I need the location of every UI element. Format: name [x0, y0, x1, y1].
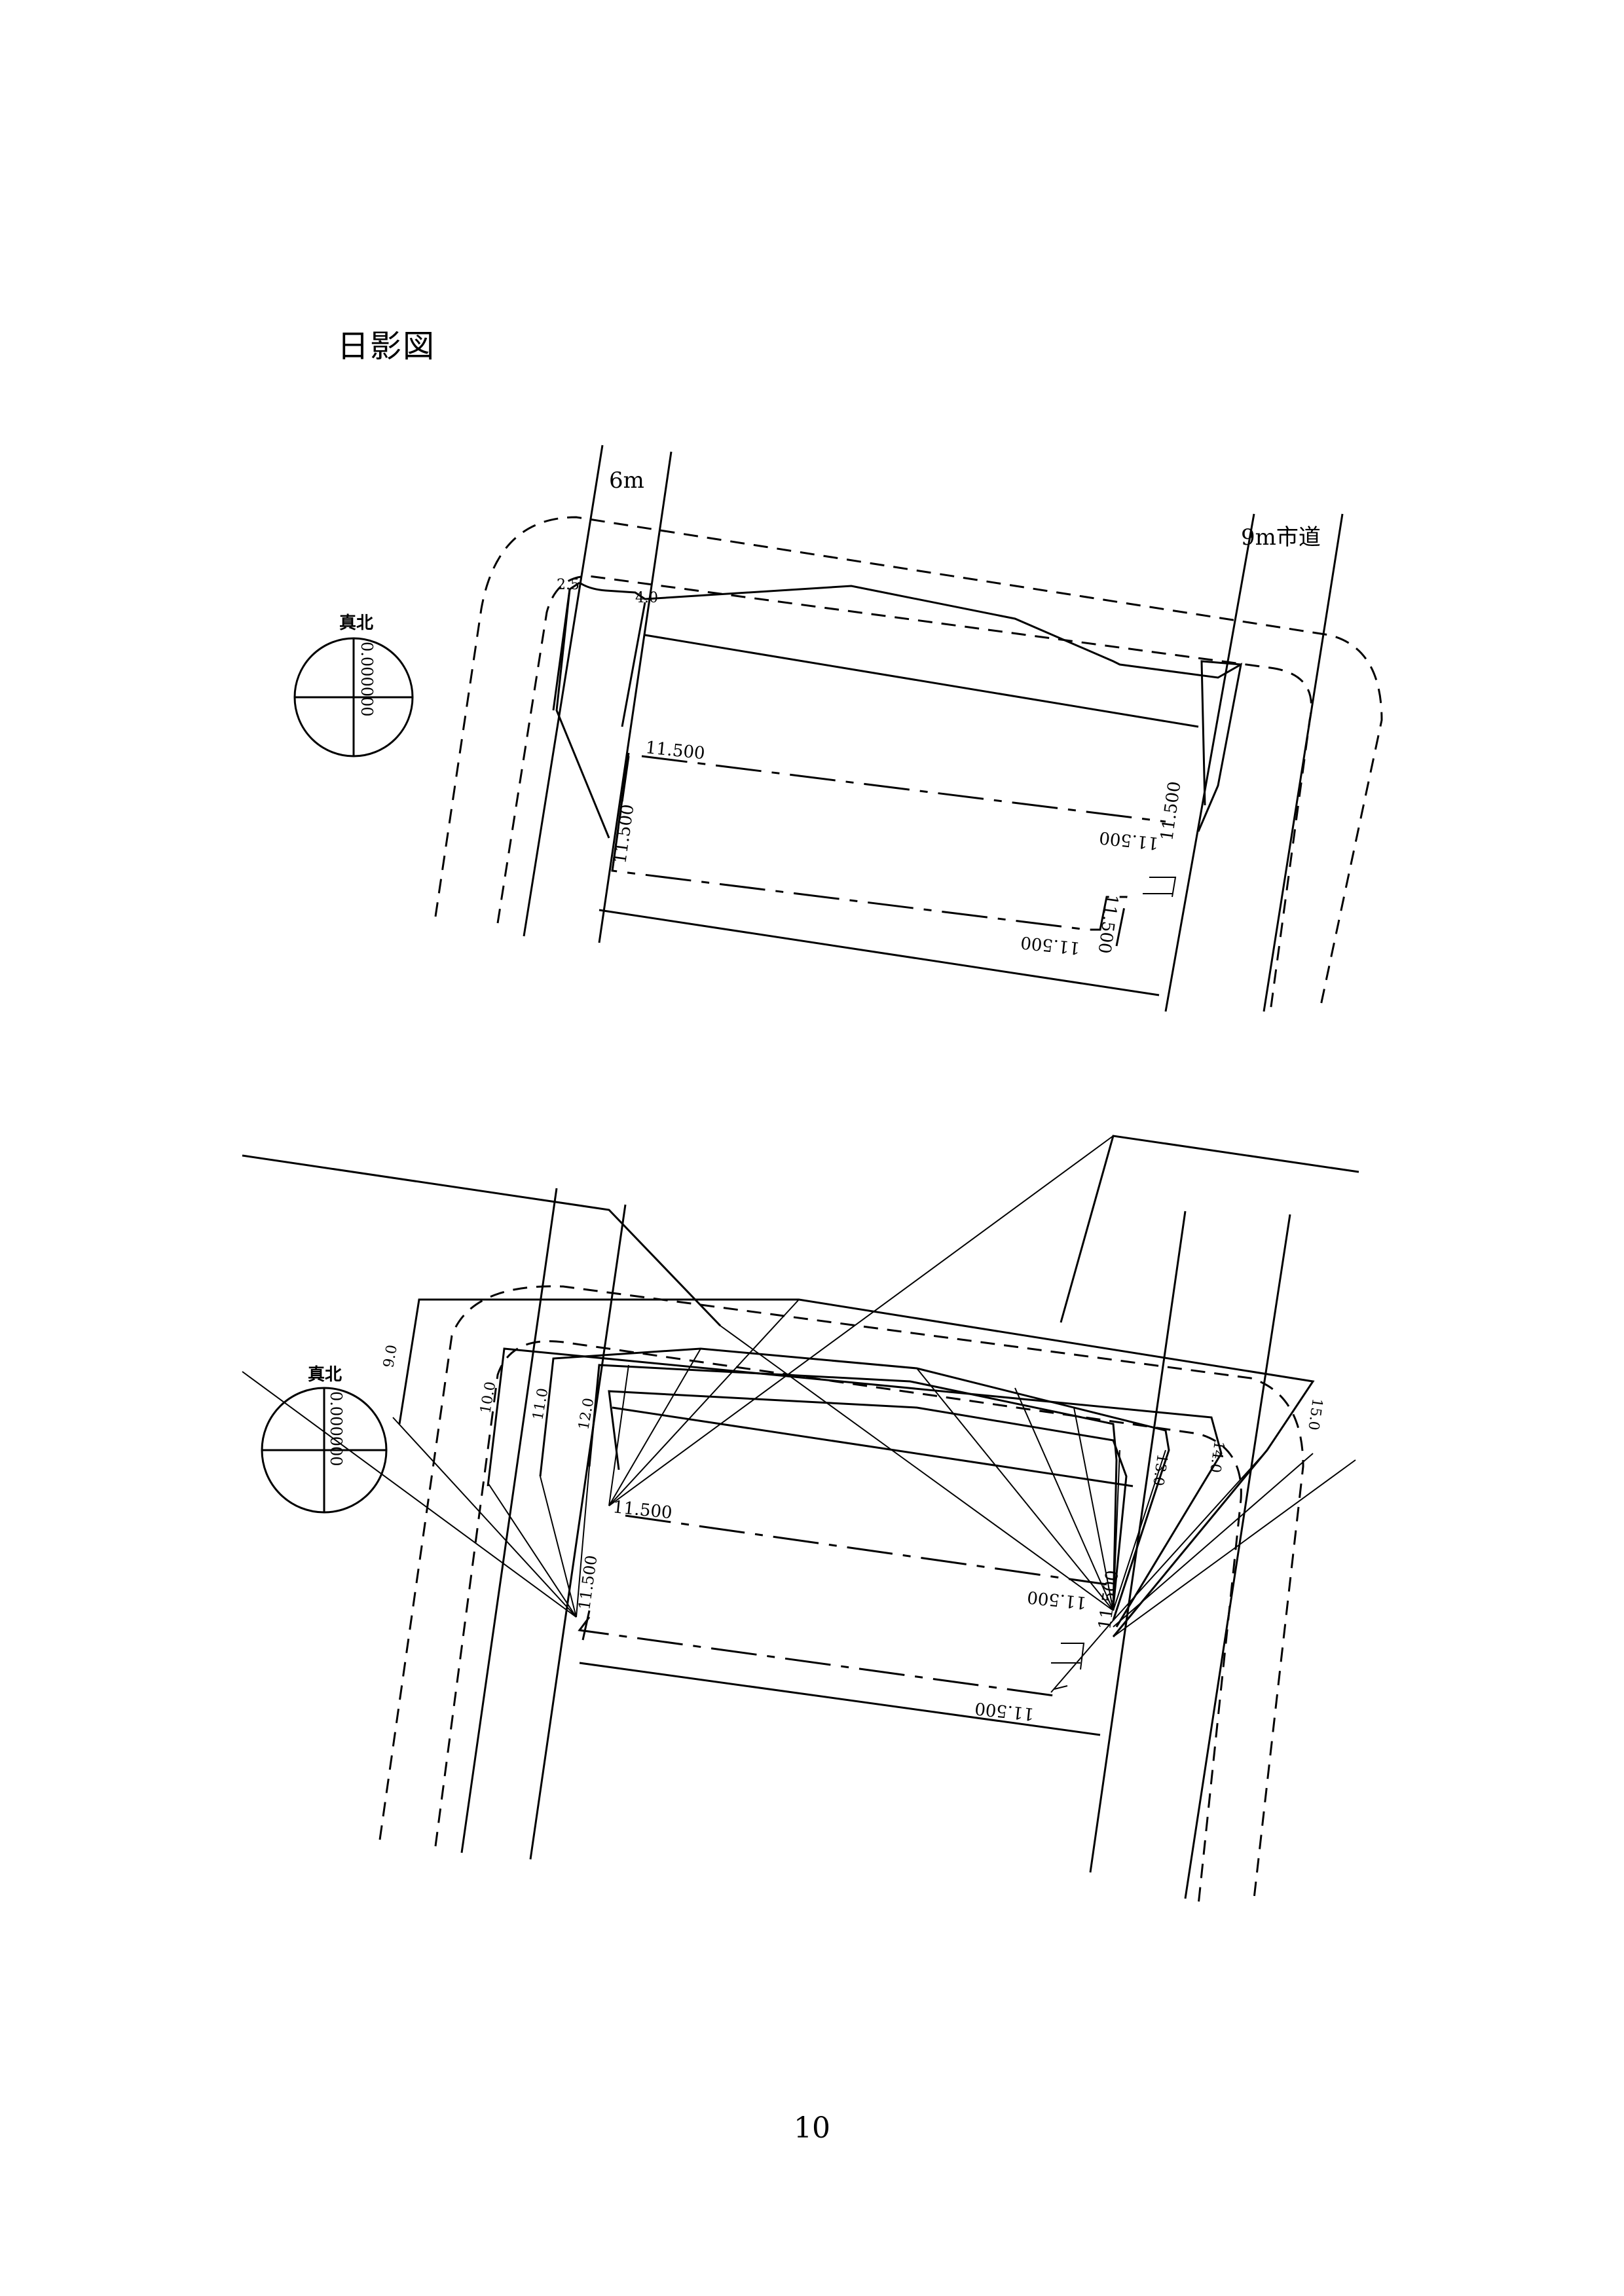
lower-contour-right-ticks [1051, 1643, 1085, 1690]
page-number: 10 [794, 2111, 830, 2145]
lower-site-boundary-top [242, 1135, 1359, 1327]
upper-north-compass: 真北 0.000000 [293, 613, 414, 757]
lower-road-right-b [1184, 1214, 1291, 1899]
road-line-6m-left [523, 445, 604, 937]
road-line-6m-right [598, 451, 673, 943]
lower-contour-10 [487, 1347, 1223, 1628]
upper-corner-label-height: 4.0 [635, 590, 658, 606]
lower-contour-12 [588, 1364, 1118, 1611]
road-label-9m: 9m市道 [1241, 524, 1321, 551]
lower-dim-label-top: 11.500 [612, 1497, 673, 1523]
lower-contour-label-11: 11.0 [530, 1387, 551, 1421]
upper-dim-label-right-a: 11.500 [1098, 828, 1160, 853]
lower-contour-label-14: 14.0 [1206, 1440, 1227, 1474]
lower-road-left-a [460, 1188, 558, 1853]
road-line-9m-left [1164, 513, 1255, 1012]
upper-dim-label-right-b: 11.500 [1157, 780, 1185, 842]
lower-inner-dashed-boundary [434, 1340, 1242, 1906]
lower-dim-label-right-a: 11.500 [1026, 1587, 1088, 1613]
lower-road-left-b [529, 1204, 627, 1860]
page-title: 日影図 [337, 328, 436, 365]
upper-north-label: 真北 [339, 613, 373, 633]
lower-north-compass: 真北 0.000000 [261, 1365, 388, 1514]
upper-shadow-outline [555, 581, 1243, 839]
lower-contour-11500 [578, 1514, 1107, 1697]
upper-shadow-left-edge-b [552, 589, 571, 711]
upper-contour-right-ticks [1143, 877, 1177, 898]
lower-dim-label-bottom: 11.500 [974, 1698, 1035, 1724]
lower-outer-dashed-boundary [378, 1285, 1304, 1899]
lower-dim-label-left: 11.500 [575, 1554, 600, 1611]
upper-corner-label-small: 2.5 [557, 577, 580, 593]
upper-contour-11500 [611, 755, 1166, 947]
upper-dim-label-left: 11.500 [610, 803, 638, 865]
road-label-6m: 6m [609, 467, 644, 494]
lower-contour-label-15: 15.0 [1304, 1397, 1325, 1431]
lower-north-value: 0.000000 [327, 1391, 345, 1467]
upper-dim-label-top: 11.500 [644, 738, 706, 763]
upper-outer-dashed-boundary [434, 516, 1383, 1012]
lower-shadow-rays [242, 1135, 1356, 1693]
upper-shadow-left-edge [621, 602, 646, 727]
lower-building-outline [579, 1406, 1134, 1736]
lower-north-label: 真北 [308, 1365, 342, 1385]
upper-shadow-diagram: 2.5 4.0 6m 9m市道 11.500 11.500 11.500 11.… [293, 445, 1383, 1012]
lower-shadow-diagram: 9.0 10.0 11.0 12.0 13.0 14.0 15.0 11.500… [242, 1135, 1359, 1906]
lower-contour-9 [398, 1298, 1315, 1637]
upper-north-value: 0.000000 [358, 642, 376, 717]
lower-contour-label-13: 13.0 [1149, 1453, 1170, 1487]
lower-contour-13 [608, 1390, 1128, 1608]
lower-road-right-a [1089, 1211, 1187, 1873]
lower-contour-label-9: 9.0 [380, 1343, 401, 1369]
upper-inner-dashed-boundary [496, 575, 1312, 1012]
upper-dim-label-bottom: 11.500 [1020, 932, 1081, 958]
